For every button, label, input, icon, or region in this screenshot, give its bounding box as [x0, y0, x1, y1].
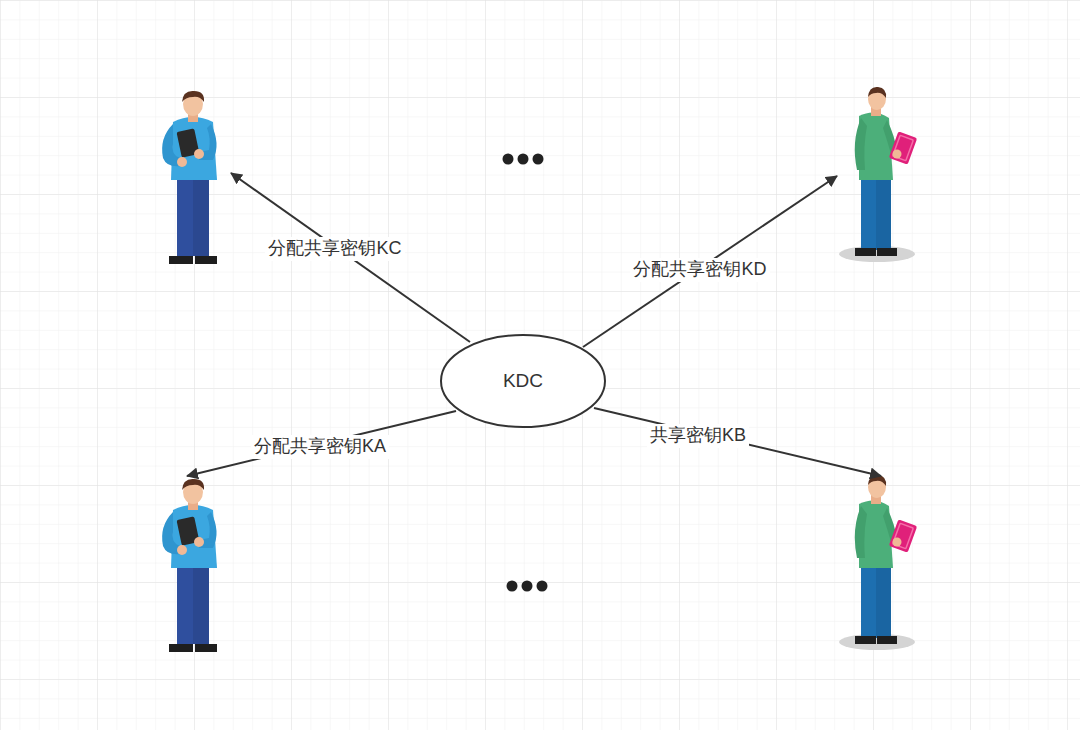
node-label: KDC [503, 370, 543, 392]
key-arrow [594, 408, 881, 476]
key-arrow [583, 176, 837, 347]
user-figure [162, 91, 217, 264]
arrow-label: 共享密钥KB [647, 424, 749, 448]
ellipse-shape [441, 335, 605, 427]
key-arrow [231, 173, 470, 342]
user-figure [839, 87, 917, 262]
arrow-label: 分配共享密钥KA [251, 435, 389, 459]
key-arrow [187, 411, 456, 476]
user-figure [162, 479, 217, 652]
user-figure [839, 475, 917, 650]
kdc-ellipse: KDC [440, 334, 606, 428]
arrow-label: 分配共享密钥KC [265, 237, 404, 261]
node-text-holder: KDC [503, 370, 543, 392]
ellipsis-dots [503, 154, 548, 592]
arrow-label: 分配共享密钥KD [630, 258, 769, 282]
